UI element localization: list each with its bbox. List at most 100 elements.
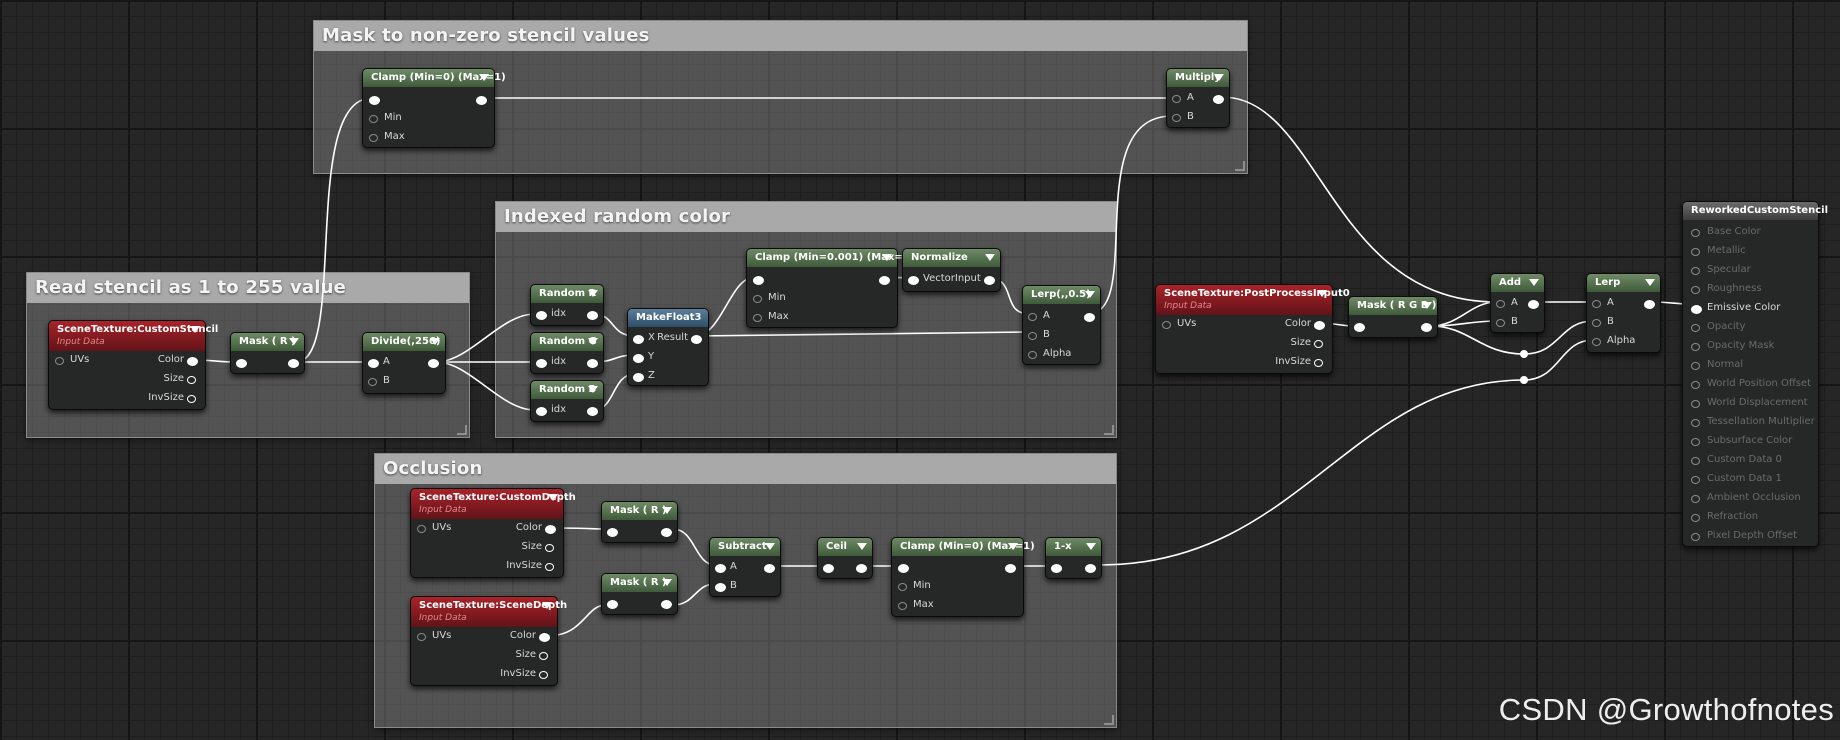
chevron-down-icon[interactable] bbox=[765, 543, 775, 550]
chevron-down-icon[interactable] bbox=[430, 338, 440, 345]
chevron-down-icon[interactable] bbox=[985, 254, 995, 261]
output-pin[interactable] bbox=[1005, 564, 1016, 573]
mask-node[interactable]: Mask ( R ) bbox=[601, 501, 678, 543]
input-pin[interactable] bbox=[1691, 248, 1700, 256]
clamp-node[interactable]: Clamp (Min=0) (Max=1) Min Max bbox=[891, 537, 1035, 617]
input-pin[interactable] bbox=[715, 564, 726, 573]
input-pin[interactable] bbox=[536, 407, 547, 416]
input-pin[interactable] bbox=[1691, 476, 1700, 484]
input-pin[interactable] bbox=[369, 96, 380, 105]
output-pin[interactable] bbox=[539, 633, 550, 642]
output-pin[interactable] bbox=[764, 564, 775, 573]
output-pin[interactable] bbox=[587, 407, 598, 416]
input-pin[interactable] bbox=[536, 311, 547, 320]
input-pin[interactable] bbox=[1592, 338, 1601, 346]
output-pin[interactable] bbox=[539, 652, 548, 660]
clamp-node[interactable]: Clamp (Min=0.001) (Max=1) Min Max bbox=[746, 248, 914, 328]
input-pin[interactable] bbox=[1691, 438, 1700, 446]
chevron-down-icon[interactable] bbox=[1317, 290, 1327, 297]
input-pin[interactable] bbox=[753, 276, 764, 285]
input-pin[interactable] bbox=[633, 354, 644, 363]
input-pin[interactable] bbox=[607, 600, 618, 609]
chevron-down-icon[interactable] bbox=[190, 326, 200, 333]
output-pin[interactable] bbox=[691, 335, 702, 344]
output-pin[interactable] bbox=[1084, 313, 1095, 322]
chevron-down-icon[interactable] bbox=[1008, 543, 1018, 550]
comment-title[interactable]: Mask to non-zero stencil values bbox=[314, 21, 1247, 51]
output-pin[interactable] bbox=[545, 544, 554, 552]
input-pin[interactable] bbox=[1028, 351, 1037, 359]
input-pin[interactable] bbox=[369, 134, 378, 142]
output-pin[interactable] bbox=[984, 276, 995, 285]
output-pin[interactable] bbox=[545, 525, 556, 534]
input-pin[interactable] bbox=[1496, 300, 1505, 308]
output-pin[interactable] bbox=[187, 357, 198, 366]
mask-node[interactable]: Mask ( R ) bbox=[601, 573, 678, 615]
output-pin[interactable] bbox=[187, 376, 196, 384]
input-pin[interactable] bbox=[368, 378, 377, 386]
input-pin[interactable] bbox=[1691, 533, 1700, 541]
input-pin[interactable] bbox=[1691, 229, 1700, 237]
random-g-node[interactable]: Random G idx bbox=[530, 332, 604, 374]
chevron-down-icon[interactable] bbox=[882, 254, 892, 261]
output-pin[interactable] bbox=[545, 563, 554, 571]
input-pin[interactable] bbox=[607, 528, 618, 537]
input-pin[interactable] bbox=[368, 359, 379, 368]
output-pin[interactable] bbox=[879, 276, 890, 285]
output-pin[interactable] bbox=[856, 564, 867, 573]
input-pin[interactable] bbox=[1028, 332, 1037, 340]
lerp-node[interactable]: Lerp A B Alpha bbox=[1586, 273, 1661, 353]
resize-handle[interactable] bbox=[1235, 161, 1245, 171]
chevron-down-icon[interactable] bbox=[588, 290, 598, 297]
input-pin[interactable] bbox=[898, 583, 907, 591]
input-pin[interactable] bbox=[1496, 319, 1505, 327]
input-pin[interactable] bbox=[908, 276, 919, 285]
input-pin[interactable] bbox=[898, 564, 909, 573]
output-pin[interactable] bbox=[288, 359, 299, 368]
output-pin[interactable] bbox=[187, 395, 196, 403]
makefloat3-node[interactable]: MakeFloat3 X Result Y Z bbox=[627, 308, 709, 386]
mask-node[interactable]: Mask ( R ) bbox=[230, 332, 305, 374]
input-pin[interactable] bbox=[633, 335, 644, 344]
input-pin[interactable] bbox=[753, 295, 762, 303]
input-pin[interactable] bbox=[1592, 319, 1601, 327]
output-pin[interactable] bbox=[587, 359, 598, 368]
chevron-down-icon[interactable] bbox=[1645, 279, 1655, 286]
divide-node[interactable]: Divide(,256) A B bbox=[362, 332, 446, 394]
multiply-node[interactable]: Multiply A B bbox=[1166, 68, 1230, 128]
input-pin[interactable] bbox=[1691, 381, 1700, 389]
input-pin[interactable] bbox=[1691, 362, 1700, 370]
input-pin[interactable] bbox=[1691, 305, 1702, 314]
comment-title[interactable]: Occlusion bbox=[375, 454, 1116, 484]
output-pin[interactable] bbox=[1528, 300, 1539, 309]
input-pin[interactable] bbox=[417, 633, 426, 641]
output-pin[interactable] bbox=[661, 528, 672, 537]
input-pin[interactable] bbox=[1691, 400, 1700, 408]
subtract-node[interactable]: Subtract A B bbox=[709, 537, 781, 597]
resize-handle[interactable] bbox=[457, 425, 467, 435]
output-pin[interactable] bbox=[1314, 340, 1323, 348]
input-pin[interactable] bbox=[1354, 323, 1365, 332]
input-pin[interactable] bbox=[1691, 286, 1700, 294]
input-pin[interactable] bbox=[1691, 343, 1700, 351]
chevron-down-icon[interactable] bbox=[548, 494, 558, 501]
output-pin[interactable] bbox=[476, 96, 487, 105]
output-pin[interactable] bbox=[1421, 323, 1432, 332]
output-pin[interactable] bbox=[1644, 300, 1655, 309]
chevron-down-icon[interactable] bbox=[479, 74, 489, 81]
comment-title[interactable]: Indexed random color bbox=[496, 202, 1116, 232]
input-pin[interactable] bbox=[1691, 495, 1700, 503]
reroute-knot[interactable] bbox=[1520, 350, 1528, 358]
input-pin[interactable] bbox=[1691, 419, 1700, 427]
chevron-down-icon[interactable] bbox=[857, 543, 867, 550]
lerp-node[interactable]: Lerp(,,0.5) A B Alpha bbox=[1022, 285, 1101, 365]
output-pin[interactable] bbox=[539, 671, 548, 679]
chevron-down-icon[interactable] bbox=[588, 338, 598, 345]
input-pin[interactable] bbox=[417, 525, 426, 533]
comment-title[interactable]: Read stencil as 1 to 255 value bbox=[27, 273, 469, 303]
add-node[interactable]: Add A B bbox=[1490, 273, 1545, 333]
